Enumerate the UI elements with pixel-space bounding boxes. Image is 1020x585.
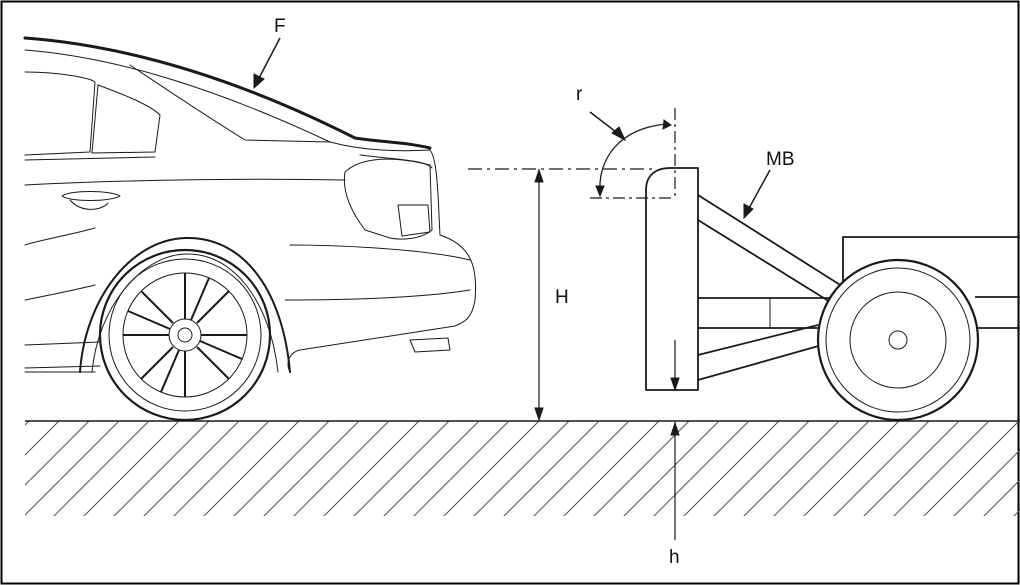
label-radius: r	[576, 84, 583, 105]
vehicle-rear-wheel	[98, 248, 272, 422]
door-handle	[61, 191, 121, 201]
barrier-face	[645, 167, 699, 391]
ground	[25, 420, 1020, 516]
mobile-barrier	[645, 167, 1020, 391]
side-window	[24, 71, 96, 156]
radius-indicator	[589, 108, 676, 200]
vehicle-leader	[253, 37, 281, 90]
label-clearance: h	[669, 547, 680, 568]
wheel-arch	[79, 236, 291, 373]
label-vehicle: F	[274, 16, 286, 37]
vehicle-rear-illustration	[23, 36, 477, 373]
height-dimension	[468, 168, 655, 422]
label-barrier: MB	[766, 149, 795, 170]
barrier-leader	[743, 169, 771, 220]
rear-bumper	[287, 234, 477, 373]
taillight	[343, 158, 433, 240]
label-height: H	[555, 287, 569, 308]
barrier-wheel	[816, 258, 980, 422]
clearance-dimension	[670, 340, 680, 540]
